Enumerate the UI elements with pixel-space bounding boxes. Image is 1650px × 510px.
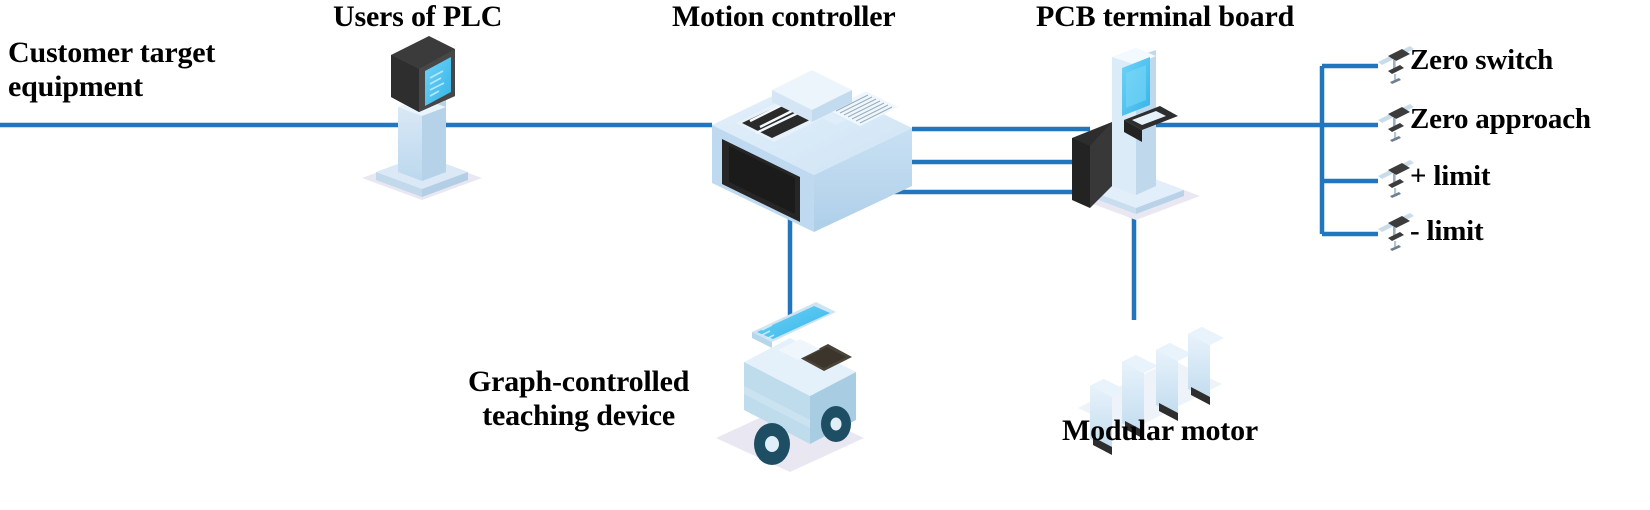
label-sensor-zero-approach: Zero approach (1410, 103, 1591, 135)
mobile-teach-pendant-icon (716, 302, 864, 472)
controller-box-icon (712, 70, 912, 232)
label-graph-controlled-teaching-device: Graph-controlled teaching device (468, 365, 690, 432)
sensor-icon-zero-switch (1378, 46, 1414, 84)
sensor-icon-minus-limit (1378, 213, 1414, 251)
terminal-kiosk-icon (1072, 48, 1200, 220)
sensor-icon-plus-limit (1378, 160, 1414, 198)
label-customer-target-equipment: Customer target equipment (8, 36, 216, 103)
label-motion-controller: Motion controller (672, 0, 896, 33)
label-sensor-minus-limit: - limit (1410, 215, 1484, 247)
label-sensor-plus-limit: + limit (1410, 160, 1491, 192)
motor-modules-icon (1078, 327, 1224, 455)
label-pcb-terminal-board: PCB terminal board (1036, 0, 1295, 33)
sensor-icons-group (1378, 46, 1414, 251)
label-sensor-zero-switch: Zero switch (1410, 44, 1554, 76)
sensor-icon-zero-approach (1378, 104, 1414, 142)
kiosk-terminal-icon (362, 36, 482, 200)
label-users-of-plc: Users of PLC (333, 0, 503, 33)
label-modular-motor: Modular motor (1062, 414, 1258, 447)
